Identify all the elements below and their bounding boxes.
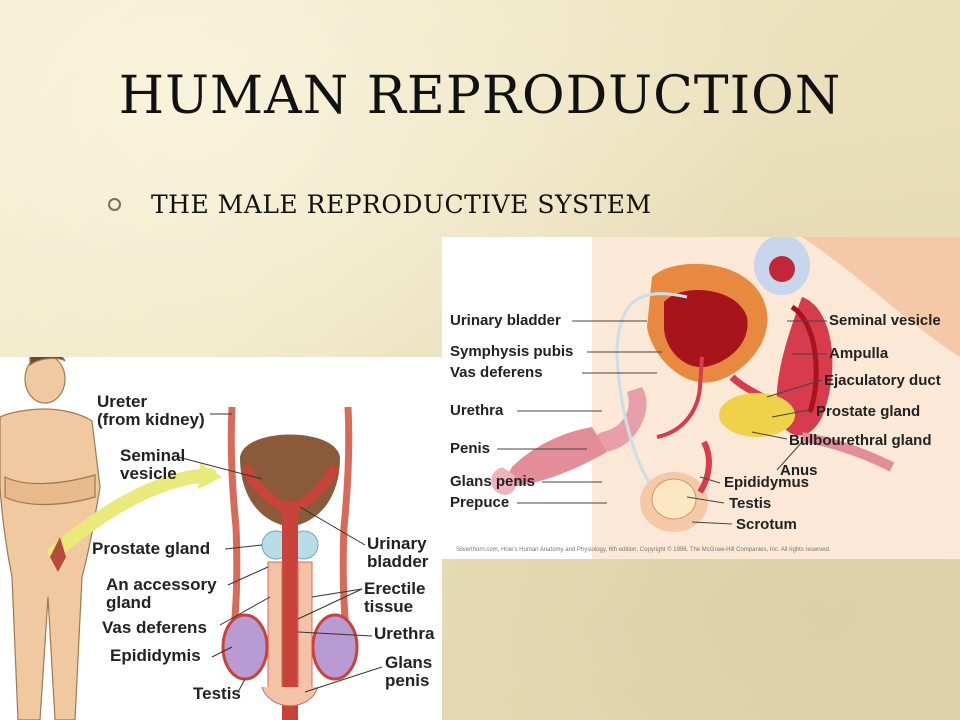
bullet-item: THE MALE REPRODUCTIVE SYSTEM — [108, 190, 652, 219]
label-penis: Penis — [450, 440, 491, 457]
human-figure — [0, 357, 101, 720]
slide-title: HUMAN REPRODUCTION — [118, 66, 842, 126]
bullet-circle-icon — [108, 198, 121, 211]
sagittal-illustration — [490, 237, 960, 559]
label-prostate-gland-frontal: Prostate gland — [92, 539, 211, 558]
label-seminal-vesicle-frontal: Seminal vesicle — [120, 446, 186, 483]
label-glans-penis-frontal: Glans penis — [385, 653, 433, 690]
label-urinary-bladder: Urinary bladder — [450, 312, 561, 329]
bullet-text: THE MALE REPRODUCTIVE SYSTEM — [151, 190, 652, 219]
label-ejaculatory-duct: Ejaculatory duct — [824, 372, 941, 389]
label-scrotum: Scrotum — [736, 516, 797, 533]
label-prostate-gland: Prostate gland — [816, 403, 921, 420]
label-glans-penis: Glans penis — [450, 473, 536, 490]
label-urethra-frontal: Urethra — [374, 624, 435, 643]
label-anus: Anus — [780, 462, 818, 479]
label-erectile-tissue: Erectile tissue — [364, 579, 426, 616]
label-prepuce: Prepuce — [450, 494, 510, 511]
label-ureter: Ureter (from kidney) — [97, 392, 205, 429]
label-testis-frontal: Testis — [193, 684, 241, 703]
sagittal-diagram: Urinary bladder Symphysis pubis Vas defe… — [442, 237, 960, 559]
label-epididymis: Epididymis — [110, 646, 201, 665]
label-epididymus: Epididymus — [724, 474, 810, 491]
image-credit: Silverthorn.com, Hole's Human Anatomy an… — [456, 547, 831, 553]
frontal-illustration — [0, 357, 383, 720]
label-vas-deferens-frontal: Vas deferens — [102, 618, 207, 637]
label-vas-deferens: Vas deferens — [450, 364, 543, 381]
label-urethra: Urethra — [450, 402, 504, 419]
label-seminal-vesicle: Seminal vesicle — [829, 312, 941, 329]
label-urinary-bladder-frontal: Urinary bladder — [367, 534, 429, 571]
label-ampulla: Ampulla — [829, 345, 889, 362]
label-testis-sagittal: Testis — [729, 495, 772, 512]
label-bulbourethral-gland: Bulbourethral gland — [789, 432, 932, 449]
label-symphysis-pubis: Symphysis pubis — [450, 343, 574, 360]
frontal-diagram: Ureter (from kidney) Seminal vesicle Pro… — [0, 357, 442, 720]
label-accessory-gland: An accessory gland — [106, 575, 217, 612]
